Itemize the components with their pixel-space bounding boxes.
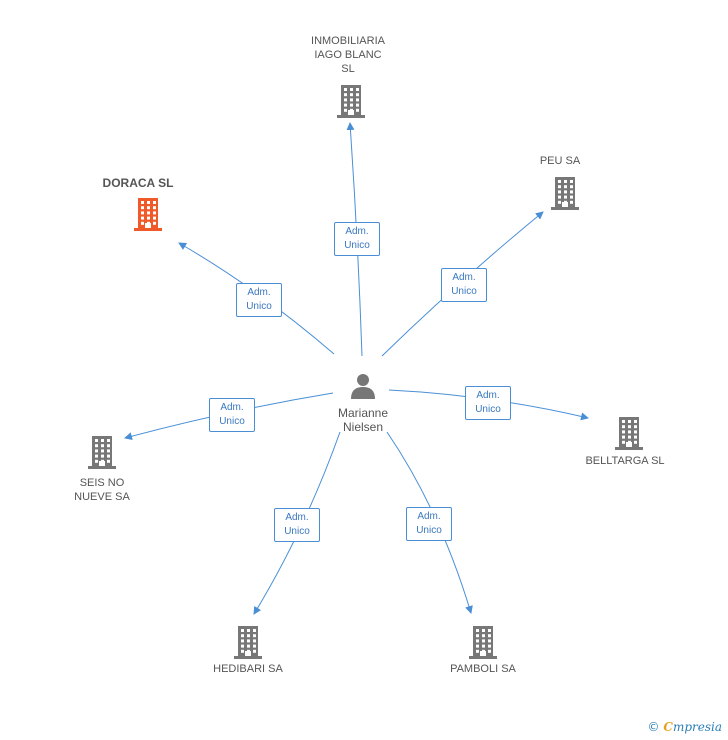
relation-badge-pamboli: Adm. Unico <box>406 507 452 541</box>
company-label-doraca[interactable]: DORACA SL <box>102 176 174 190</box>
relation-badge-seis: Adm. Unico <box>209 398 255 432</box>
company-label-pamboli[interactable]: PAMBOLI SA <box>450 663 516 675</box>
person-icon[interactable] <box>349 372 377 405</box>
relation-badge-inmobiliaria: Adm. Unico <box>334 222 380 256</box>
building-icon[interactable] <box>233 625 263 664</box>
building-icon[interactable] <box>614 416 644 455</box>
brand-logo-letter: C <box>663 720 673 734</box>
brand-logo-text: mpresia <box>672 720 722 734</box>
relation-badge-doraca: Adm. Unico <box>236 283 282 317</box>
copyright-symbol: © <box>647 720 660 734</box>
building-icon[interactable] <box>550 176 580 215</box>
relation-badge-hedibari: Adm. Unico <box>274 508 320 542</box>
center-person-name[interactable]: Marianne Nielsen <box>337 406 389 434</box>
relation-badge-peu: Adm. Unico <box>441 268 487 302</box>
building-icon[interactable] <box>87 435 117 474</box>
building-icon[interactable] <box>133 197 163 236</box>
company-label-seis[interactable]: SEIS NO NUEVE SA <box>74 477 130 503</box>
company-label-inmobiliaria[interactable]: INMOBILIARIA IAGO BLANC SL <box>311 35 385 75</box>
company-label-belltarga[interactable]: BELLTARGA SL <box>585 455 665 467</box>
footer-brand: © Cmpresia <box>648 720 722 734</box>
building-icon[interactable] <box>336 84 366 123</box>
building-icon[interactable] <box>468 625 498 664</box>
company-label-hedibari[interactable]: HEDIBARI SA <box>213 663 283 675</box>
company-label-peu[interactable]: PEU SA <box>539 155 581 167</box>
relation-badge-belltarga: Adm. Unico <box>465 386 511 420</box>
